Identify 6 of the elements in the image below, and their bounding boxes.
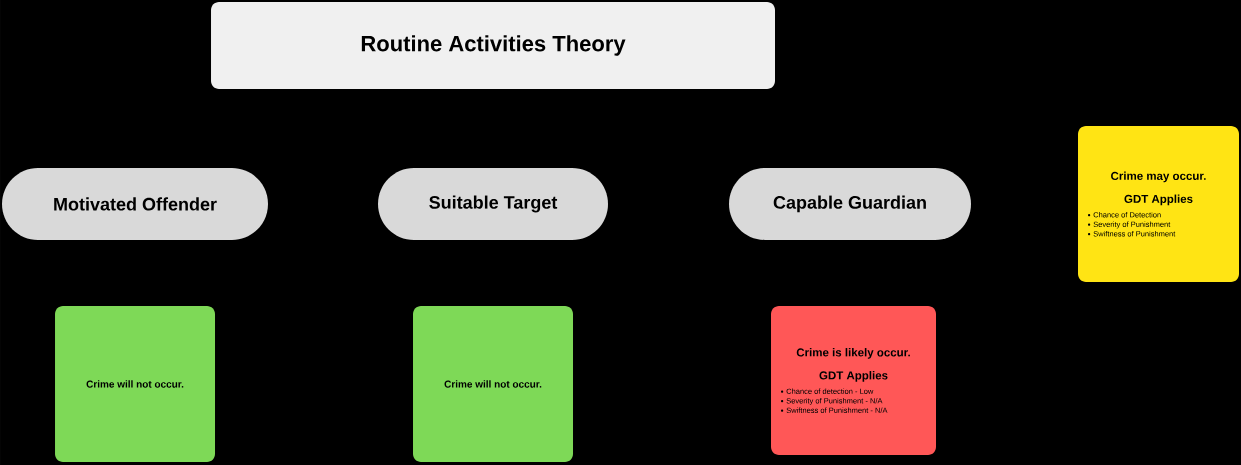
concept-pill: Suitable Target [378,168,608,240]
outcome-box: Crime will not occur. [413,306,573,462]
title-box: Routine Activities Theory [211,2,775,89]
outcome-box: Crime will not occur. [55,306,215,462]
concept-pill: Capable Guardian [729,168,971,240]
concept-pill: Motivated Offender [2,168,268,240]
